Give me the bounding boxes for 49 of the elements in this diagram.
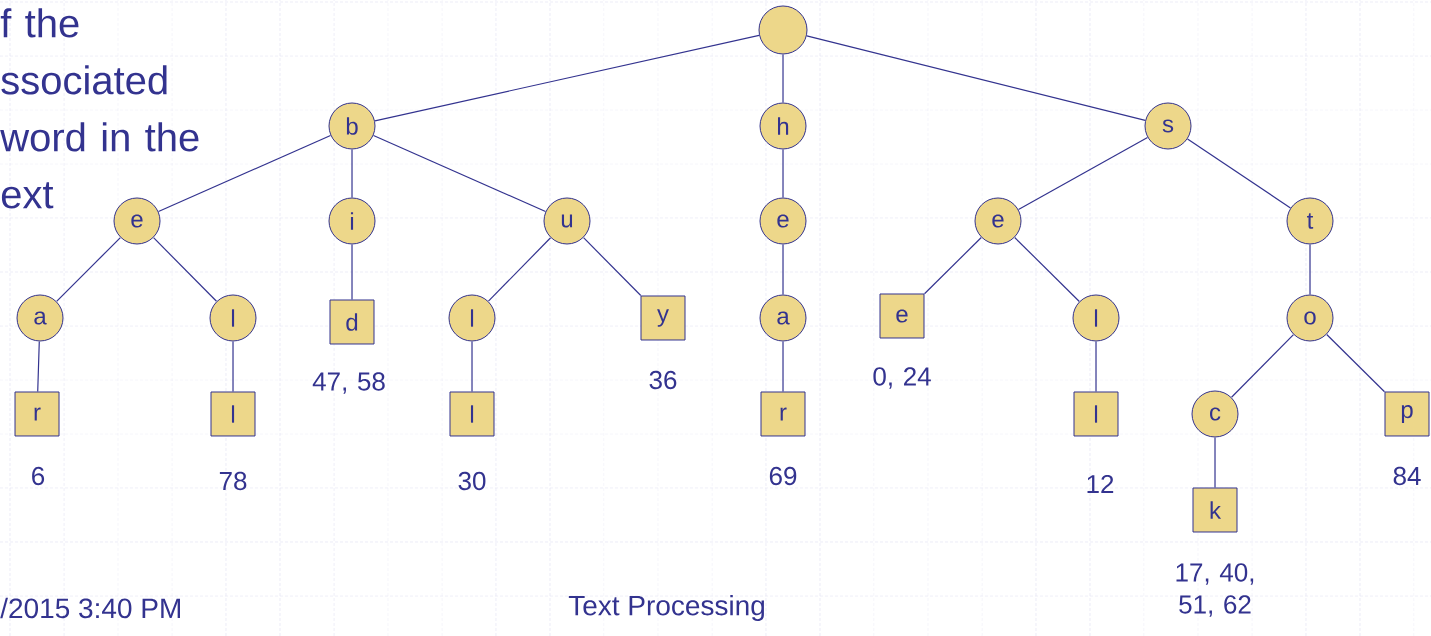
tree-edge bbox=[1230, 334, 1295, 398]
tree-edge bbox=[782, 340, 784, 393]
leaf-box: l bbox=[449, 391, 495, 437]
tree-edge bbox=[372, 134, 547, 213]
tree-edge bbox=[37, 340, 40, 393]
leaf-box: d bbox=[329, 299, 375, 345]
tree-edge bbox=[487, 237, 552, 302]
tree-edge bbox=[374, 34, 760, 122]
tree-edge bbox=[782, 148, 784, 199]
tree-edge bbox=[56, 237, 121, 302]
tree-edge bbox=[471, 340, 473, 393]
tree-edge bbox=[157, 134, 332, 213]
tree-edge bbox=[806, 35, 1146, 121]
leaf-box: l bbox=[210, 391, 256, 437]
occurrence-list: 78 bbox=[219, 471, 247, 491]
leaf-box: k bbox=[1192, 487, 1238, 533]
occurrence-list: 0, 24 bbox=[873, 367, 931, 389]
tree-edge bbox=[351, 243, 353, 301]
occurrence-list: 17, 40, 51, 62 bbox=[1176, 563, 1254, 617]
footer-date: /2015 3:40 PM bbox=[0, 597, 180, 619]
occurrence-list: 12 bbox=[1087, 474, 1114, 494]
tree-edge bbox=[782, 53, 784, 104]
occurrence-list: 30 bbox=[458, 471, 486, 491]
leaf-box: y bbox=[640, 295, 686, 341]
tree-edge bbox=[1095, 340, 1097, 393]
tree-edge bbox=[232, 340, 234, 393]
leaf-box: p bbox=[1384, 391, 1430, 437]
tree-edge bbox=[1326, 333, 1386, 393]
tree-edge bbox=[152, 237, 218, 302]
tree-edge bbox=[1186, 138, 1292, 209]
occurrence-list: 6 bbox=[32, 466, 45, 486]
tree-edge bbox=[1214, 436, 1216, 489]
occurrence-list: 84 bbox=[1393, 466, 1421, 486]
leaf-box: l bbox=[1073, 391, 1119, 437]
tree-edge bbox=[1014, 236, 1080, 303]
tree-edge bbox=[1017, 136, 1149, 211]
occurrence-list: 36 bbox=[649, 370, 677, 390]
root-circle bbox=[758, 5, 808, 55]
footer-title: Text Processing bbox=[568, 594, 764, 622]
tree-edge bbox=[782, 243, 784, 296]
tree-edge bbox=[1309, 243, 1311, 296]
leaf-box: r bbox=[760, 391, 806, 437]
tree-edge bbox=[923, 236, 982, 295]
tree-edge bbox=[351, 148, 353, 199]
leaf-box: r bbox=[14, 391, 60, 437]
occurrence-list: 47, 58 bbox=[312, 372, 385, 394]
occurrence-list: 69 bbox=[769, 466, 797, 486]
leaf-box: e bbox=[879, 293, 925, 339]
tree-edge bbox=[582, 237, 642, 297]
